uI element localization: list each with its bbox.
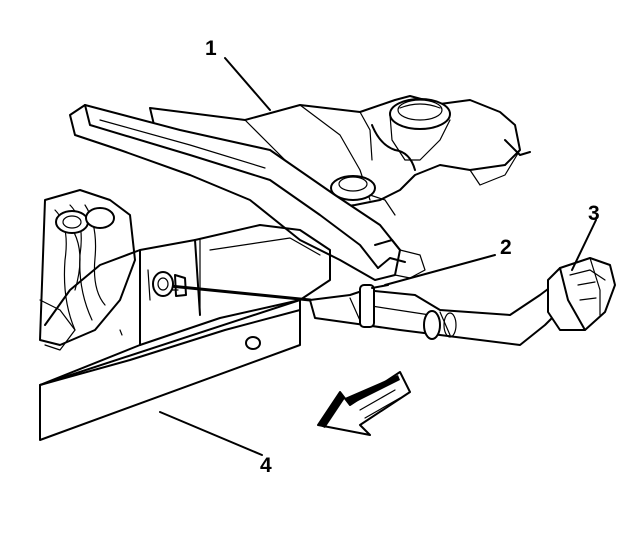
callout-4: 4 [260,454,272,477]
callout-3: 3 [588,202,600,225]
crossmember [69,104,426,281]
filler-pipe [309,257,616,346]
leader-lines [159,57,597,456]
left-bracket-assembly [39,189,136,351]
callout-1: 1 [205,37,217,60]
frame-rail [39,224,331,441]
callout-2: 2 [500,236,512,259]
front-arrow-icon [317,371,411,436]
